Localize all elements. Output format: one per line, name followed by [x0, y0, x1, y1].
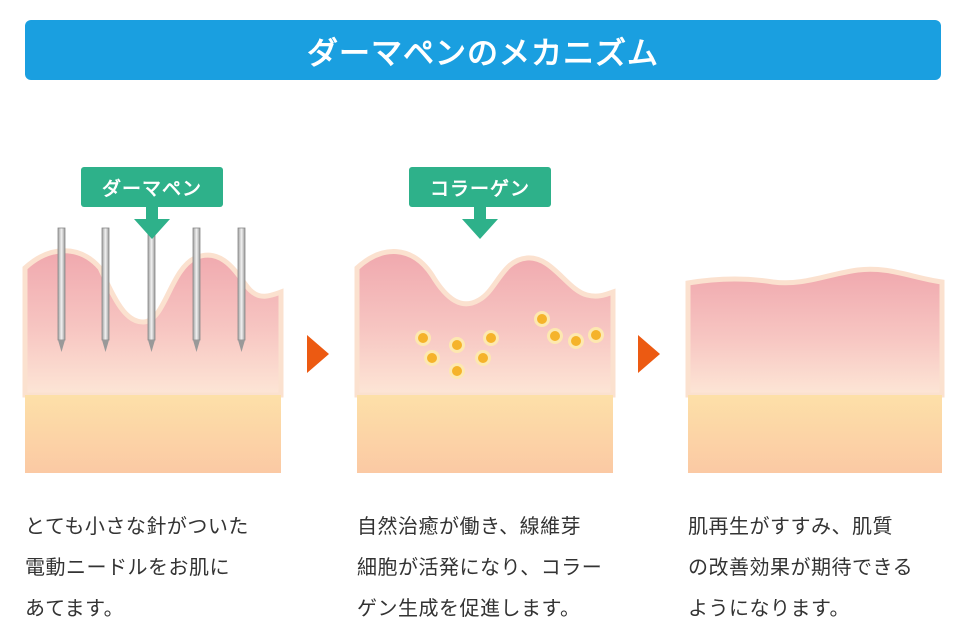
skin-surface: [685, 266, 945, 398]
caption-line: 電動ニードルをお肌に: [25, 555, 230, 579]
collagen-particles: [415, 311, 604, 379]
needle: [192, 227, 201, 352]
collagen-particle: [449, 363, 465, 379]
skin-illustration-needling: [22, 227, 284, 473]
caption-needling: とても小さな針がついた 電動ニードルをお肌に あてます。: [25, 506, 287, 629]
collagen-particle: [415, 330, 431, 346]
next-step-arrow-icon: [307, 335, 329, 373]
caption-collagen: 自然治癒が働き、線維芽 細胞が活発になり、コラー ゲン生成を促進します。: [357, 506, 619, 629]
collagen-particle: [424, 350, 440, 366]
skin-illustration-renewed: [685, 266, 945, 473]
caption-renewed-skin: 肌再生がすすみ、肌質 の改善効果が期待できる ようになります。: [688, 506, 950, 629]
dermis-layer: [688, 395, 942, 473]
collagen-particle: [588, 327, 604, 343]
tag-collagen: コラーゲン: [409, 167, 551, 207]
collagen-particle: [475, 350, 491, 366]
skin-illustration-collagen: [354, 249, 616, 473]
panel-renewed-skin: [685, 150, 945, 480]
caption-line: 肌再生がすすみ、肌質: [688, 514, 893, 538]
skin-surface: [354, 249, 616, 398]
panel-needling: ダーマペン: [22, 150, 284, 480]
caption-line: 自然治癒が働き、線維芽: [357, 514, 582, 538]
needle: [237, 227, 246, 352]
tag-label: ダーマペン: [101, 177, 202, 200]
tag-dermapen: ダーマペン: [81, 167, 223, 207]
collagen-particle: [568, 333, 584, 349]
page-title: ダーマペンのメカニズム: [307, 35, 659, 72]
needle-group: [57, 227, 246, 352]
needle: [57, 227, 66, 352]
caption-line: ゲン生成を促進します。: [357, 596, 581, 620]
down-arrow-icon: [462, 205, 498, 239]
caption-line: あてます。: [25, 596, 125, 620]
caption-line: 細胞が活発になり、コラー: [357, 555, 603, 579]
down-arrow-icon: [134, 205, 170, 239]
needle: [101, 227, 110, 352]
tag-label: コラーゲン: [429, 177, 530, 200]
collagen-particle: [547, 328, 563, 344]
caption-line: ようになります。: [688, 596, 850, 620]
collagen-particle: [483, 330, 499, 346]
next-step-arrow-icon: [638, 335, 660, 373]
collagen-particle: [534, 311, 550, 327]
page-title-banner: ダーマペンのメカニズム: [25, 20, 941, 80]
dermis-layer: [357, 395, 613, 473]
collagen-particle: [449, 337, 465, 353]
panel-collagen: コラーゲン: [354, 150, 616, 480]
needle: [147, 227, 156, 352]
dermis-layer: [25, 395, 281, 473]
caption-line: とても小さな針がついた: [25, 514, 249, 538]
caption-line: の改善効果が期待できる: [688, 555, 914, 579]
